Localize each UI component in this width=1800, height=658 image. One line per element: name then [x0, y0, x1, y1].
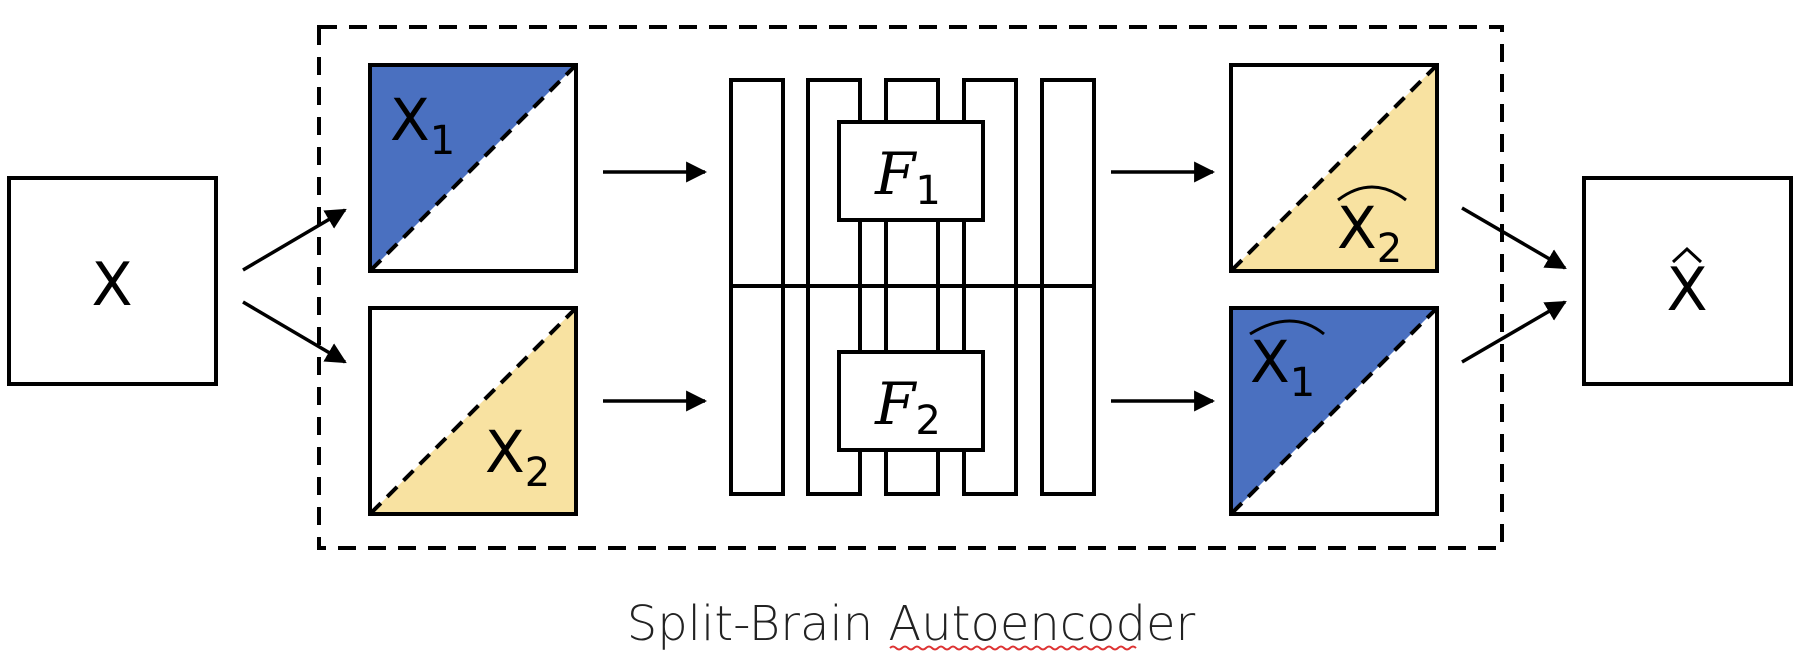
x2-hat-label: X2 — [1337, 194, 1402, 272]
f2-subnetwork: F2 — [837, 350, 985, 452]
autoencoder-boundary — [317, 25, 1504, 550]
f2-label: F2 — [874, 370, 941, 444]
output-label: X — [1666, 255, 1707, 325]
x2-hat-caret — [1337, 185, 1407, 202]
arrow-x1hat-to-output — [1461, 300, 1567, 364]
arrow-input-to-x2 — [242, 300, 347, 364]
x1-hat-caret — [1249, 319, 1325, 336]
input-label: X — [91, 250, 132, 320]
output-image-box: X — [1582, 176, 1793, 386]
x2-channel-box: X2 — [368, 306, 578, 516]
x1-hat-label: X1 — [1250, 328, 1315, 406]
arrow-x2hat-to-output — [1461, 206, 1567, 270]
f1-subnetwork: F1 — [837, 120, 985, 222]
output-caret — [1671, 246, 1703, 264]
x1-channel-box: X1 — [368, 63, 578, 273]
x2-hat-prediction-box: X2 — [1229, 63, 1439, 273]
x1-label: X1 — [390, 86, 455, 164]
f1-label: F1 — [874, 140, 941, 214]
input-image-box: X — [7, 176, 218, 386]
x1-hat-prediction-box: X1 — [1229, 306, 1439, 516]
arrow-input-to-x1 — [242, 208, 347, 272]
diagram-caption: Split-Brain Autoencoder — [627, 596, 1196, 652]
x2-label: X2 — [485, 418, 550, 496]
spellcheck-underline — [889, 645, 1137, 651]
